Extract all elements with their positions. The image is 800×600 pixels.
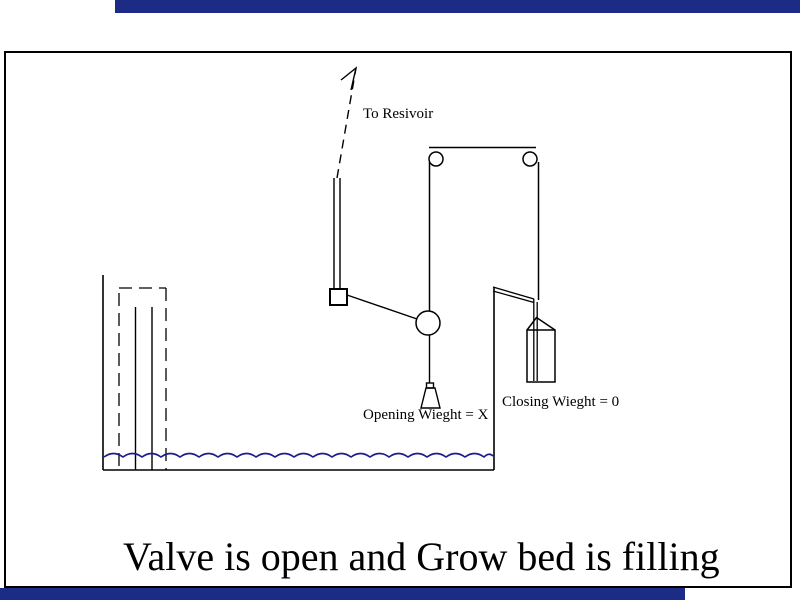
spout-pipe — [492, 286, 538, 381]
to-reservoir-label: To Resivoir — [363, 106, 434, 122]
closing-weight-label: Closing Wieght = 0 — [502, 394, 620, 410]
valve-body — [329, 288, 348, 306]
opening-weight — [420, 335, 441, 409]
reservoir-arrow-head — [340, 66, 358, 91]
closing-weight-bucket — [526, 316, 556, 383]
pivot-ball — [415, 310, 441, 336]
slide-caption: Valve is open and Grow bed is filling — [123, 534, 720, 579]
reservoir-arrow-shaft — [336, 67, 357, 179]
media-guard-dashed — [118, 287, 167, 470]
reservoir-arrow — [336, 66, 358, 179]
standpipe — [333, 178, 341, 289]
opening-weight-label: Opening Wieght = X — [363, 407, 489, 423]
drain-standpipe — [134, 307, 153, 470]
bottom-accent-bar — [0, 588, 685, 600]
grow-bed-tank — [102, 275, 495, 471]
left-pulley — [428, 151, 444, 167]
opening-weight-collar — [425, 382, 435, 389]
water-line — [103, 452, 494, 459]
right-pulley — [522, 151, 538, 167]
lever-arm — [346, 294, 418, 320]
pulley-assembly — [428, 146, 540, 311]
top-accent-bar — [115, 0, 800, 13]
opening-weight-cone — [420, 387, 441, 409]
slide-border — [4, 51, 792, 588]
